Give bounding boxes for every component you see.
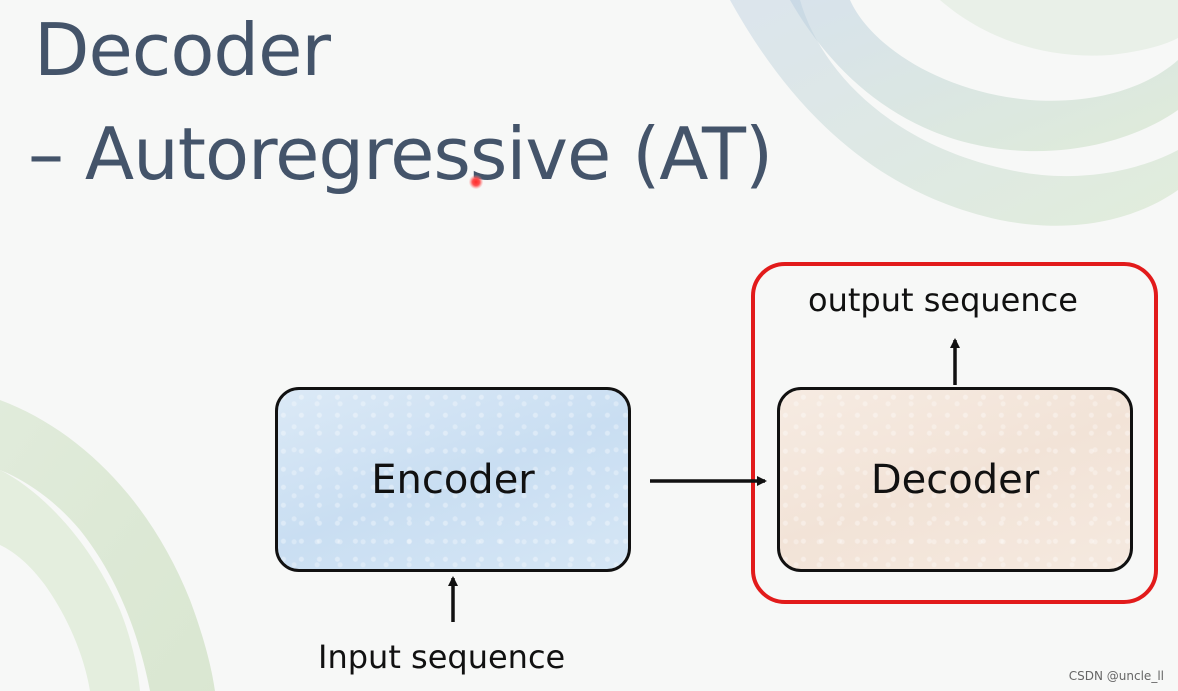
output-sequence-label: output sequence (808, 281, 1078, 319)
watermark: CSDN @uncle_ll (1068, 669, 1164, 683)
input-sequence-label: Input sequence (318, 638, 566, 676)
slide-title-line1: Decoder (34, 8, 331, 92)
encoder-label: Encoder (371, 456, 535, 503)
decoder-label: Decoder (870, 456, 1040, 503)
decoder-highlight-frame (751, 262, 1158, 604)
laser-pointer-icon (469, 175, 483, 189)
decoder-block: Decoder (777, 387, 1133, 572)
slide-title-line2: – Autoregressive (AT) (28, 112, 773, 196)
encoder-block: Encoder (275, 387, 631, 572)
